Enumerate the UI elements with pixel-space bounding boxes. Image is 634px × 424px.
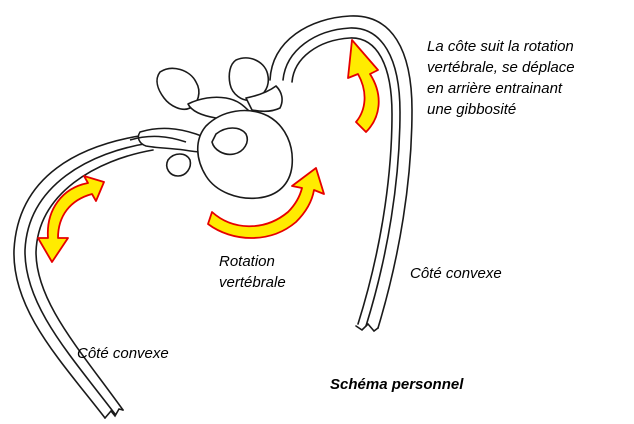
rotation-line: vertébrale xyxy=(219,272,286,293)
right-rib-rotation-arrow xyxy=(348,40,379,132)
left-rib xyxy=(14,135,153,418)
left-rib-rotation-arrow xyxy=(38,176,104,262)
annotation-line: La côte suit la rotation xyxy=(427,36,575,57)
vertebra xyxy=(157,58,292,198)
rotation-line: Rotation xyxy=(219,251,286,272)
annotation-line: en arrière entrainant xyxy=(427,78,575,99)
convex-side-label-left: Côté convexe xyxy=(77,343,169,364)
annotation-line: vertébrale, se déplace xyxy=(427,57,575,78)
annotation-line: une gibbosité xyxy=(427,99,575,120)
vertebral-rotation-label: Rotation vertébrale xyxy=(219,251,286,293)
rib-rotation-annotation: La côte suit la rotation vertébrale, se … xyxy=(427,36,575,120)
diagram-credit: Schéma personnel xyxy=(330,374,463,395)
convex-side-label-right: Côté convexe xyxy=(410,263,502,284)
